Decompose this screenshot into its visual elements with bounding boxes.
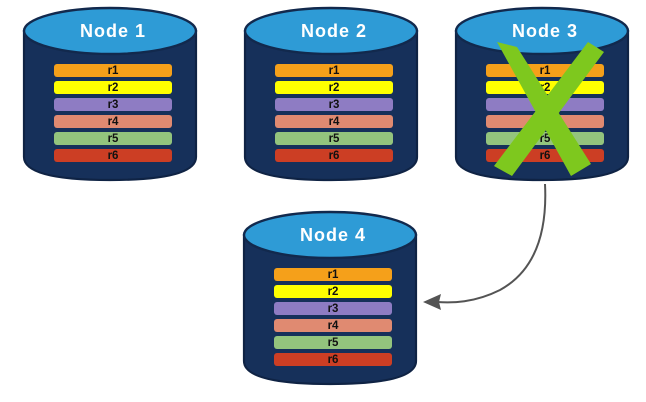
node-2[interactable]: Node 2 r1 r2 r3 r4 r5 r6 — [243, 6, 419, 182]
node-4-row-r4-label: r4 — [328, 320, 339, 332]
node-1-row-r5-label: r5 — [108, 133, 119, 145]
node-4-title: Node 4 — [300, 225, 366, 245]
node-1-row-r5 — [54, 132, 172, 145]
node-1-title: Node 1 — [80, 21, 146, 41]
node-4-cylinder-top — [242, 210, 418, 260]
node-4[interactable]: Node 4 r1 r2 r3 r4 r5 r6 — [242, 210, 418, 386]
node-2-row-r5 — [275, 132, 393, 145]
node-4-row-r4 — [274, 319, 392, 332]
node-4-row-r3-label: r3 — [328, 303, 339, 315]
node-1-cylinder-top — [22, 6, 198, 56]
node-2-cylinder-top — [243, 6, 419, 56]
node-4-row-r5-label: r5 — [328, 337, 339, 349]
node-1-row-r2-label: r2 — [108, 82, 119, 94]
node-2-row-r1 — [275, 64, 393, 77]
node-3[interactable]: Node 3 r1 r2 r3 r4 r5 r6 — [454, 6, 630, 182]
node-3-row-r1-label: r1 — [540, 65, 551, 77]
node-4-row-r1 — [274, 268, 392, 281]
node-3-row-r6-label: r6 — [540, 150, 551, 162]
node-2-row-r6 — [275, 149, 393, 162]
node-1-row-r2 — [54, 81, 172, 94]
node-3-failure-x-icon — [494, 42, 604, 176]
node-1-row-r6-label: r6 — [108, 150, 119, 162]
node-1-row-r4 — [54, 115, 172, 128]
node-1[interactable]: Node 1 r1 r2 r3 r4 r5 r6 — [22, 6, 198, 182]
node-2-row-r3 — [275, 98, 393, 111]
node-2-row-r4 — [275, 115, 393, 128]
node-4-row-r2-label: r2 — [328, 286, 339, 298]
node-2-row-r2-label: r2 — [329, 82, 340, 94]
node-4-row-r6 — [274, 353, 392, 366]
node-3-row-r2-label: r2 — [540, 82, 551, 94]
node-4-row-r6-label: r6 — [328, 354, 339, 366]
node-1-row-r4-label: r4 — [108, 116, 119, 128]
node-2-rows: r1 r2 r3 r4 r5 r6 — [275, 64, 393, 162]
node-2-row-r5-label: r5 — [329, 133, 340, 145]
node-3-row-r5-label: r5 — [540, 133, 551, 145]
node-4-rows: r1 r2 r3 r4 r5 r6 — [274, 268, 392, 366]
connector-line — [436, 183, 547, 304]
node-1-row-r6 — [54, 149, 172, 162]
connector-arrowhead-icon — [423, 294, 441, 310]
node-4-row-r3 — [274, 302, 392, 315]
node-3-title: Node 3 — [512, 21, 578, 41]
node-4-row-r2 — [274, 285, 392, 298]
node-1-row-r3-label: r3 — [108, 99, 119, 111]
connector-node3-to-node4 — [423, 183, 547, 310]
node-4-row-r1-label: r1 — [328, 269, 339, 281]
node-2-row-r6-label: r6 — [329, 150, 340, 162]
node-4-row-r5 — [274, 336, 392, 349]
node-1-row-r1 — [54, 64, 172, 77]
node-1-rows: r1 r2 r3 r4 r5 r6 — [54, 64, 172, 162]
node-2-row-r3-label: r3 — [329, 99, 340, 111]
node-1-row-r3 — [54, 98, 172, 111]
node-2-row-r1-label: r1 — [329, 65, 340, 77]
node-1-row-r1-label: r1 — [108, 65, 119, 77]
node-2-title: Node 2 — [301, 21, 367, 41]
node-2-row-r4-label: r4 — [329, 116, 340, 128]
node-2-row-r2 — [275, 81, 393, 94]
